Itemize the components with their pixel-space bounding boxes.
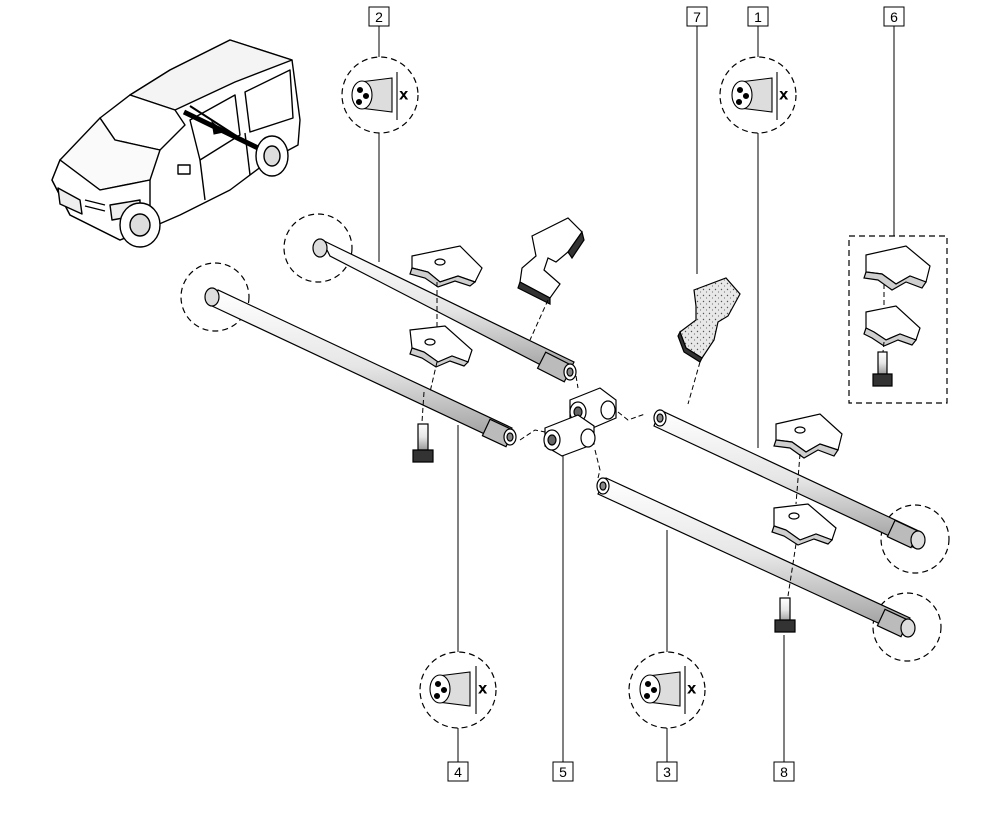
bracket-upper-right xyxy=(773,413,843,459)
callout-5: 5 xyxy=(552,761,574,782)
kit-box-6 xyxy=(848,235,948,404)
torsion-bar-2 xyxy=(312,238,577,383)
bracket-upper-left xyxy=(409,245,483,288)
wedge-block xyxy=(517,217,585,305)
spline-detail-3: X xyxy=(639,666,697,714)
bolt-right-8 xyxy=(774,597,796,633)
bracket-lower-right xyxy=(771,503,837,546)
bolt-left xyxy=(412,423,434,463)
detail-circle-bar1-right xyxy=(880,504,950,574)
detail-circle-bar4-left xyxy=(180,262,250,332)
dimension-x-label: X xyxy=(780,90,788,102)
callout-6: 6 xyxy=(883,6,905,27)
bar-location-marker xyxy=(182,105,260,151)
torsion-bars xyxy=(204,238,926,638)
vehicle-illustration xyxy=(51,39,301,248)
callout-1: 1 xyxy=(747,6,769,27)
callout-2: 2 xyxy=(368,6,390,27)
detail-circle-bar3-right xyxy=(872,592,942,662)
torsion-bar-1 xyxy=(653,409,926,550)
callout-7: 7 xyxy=(686,6,708,27)
dimension-x-label: X xyxy=(688,684,696,696)
leader-lines xyxy=(378,26,895,762)
callout-3-label: 3 xyxy=(663,764,671,780)
dimension-x-label: X xyxy=(400,90,408,102)
assembly-lines xyxy=(421,282,885,597)
callout-boxes: 2 7 1 6 4 5 3 8 xyxy=(368,6,905,782)
torsion-bar-3 xyxy=(596,477,916,638)
detail-circle-bar2-left xyxy=(283,213,353,283)
bolts xyxy=(412,423,796,633)
detail-circle-spline-4 xyxy=(419,651,497,729)
brackets xyxy=(409,217,843,546)
callout-2-label: 2 xyxy=(375,9,383,25)
spline-detail-2: X xyxy=(351,72,409,120)
callout-8: 8 xyxy=(773,761,795,782)
callout-1-label: 1 xyxy=(754,9,762,25)
callout-4-label: 4 xyxy=(454,764,462,780)
dimension-x-label: X xyxy=(479,684,487,696)
bracket-lower-left xyxy=(409,325,473,368)
rubber-block-7 xyxy=(677,277,741,363)
torsion-bar-4 xyxy=(204,287,517,448)
detail-circle-spline-1 xyxy=(719,56,797,134)
kit-box-outline xyxy=(848,235,948,404)
callout-7-label: 7 xyxy=(693,9,701,25)
detail-circles xyxy=(180,56,950,729)
detail-circle-spline-3 xyxy=(628,651,706,729)
callout-3: 3 xyxy=(656,761,678,782)
central-coupling-5 xyxy=(543,387,617,457)
callout-8-label: 8 xyxy=(780,764,788,780)
detail-circle-spline-2 xyxy=(341,56,419,134)
callout-4: 4 xyxy=(447,761,469,782)
spline-detail-1: X xyxy=(731,72,789,120)
callout-6-label: 6 xyxy=(890,9,898,25)
spline-details: X X X X xyxy=(351,72,789,714)
spline-detail-4: X xyxy=(429,666,488,714)
callout-5-label: 5 xyxy=(559,764,567,780)
